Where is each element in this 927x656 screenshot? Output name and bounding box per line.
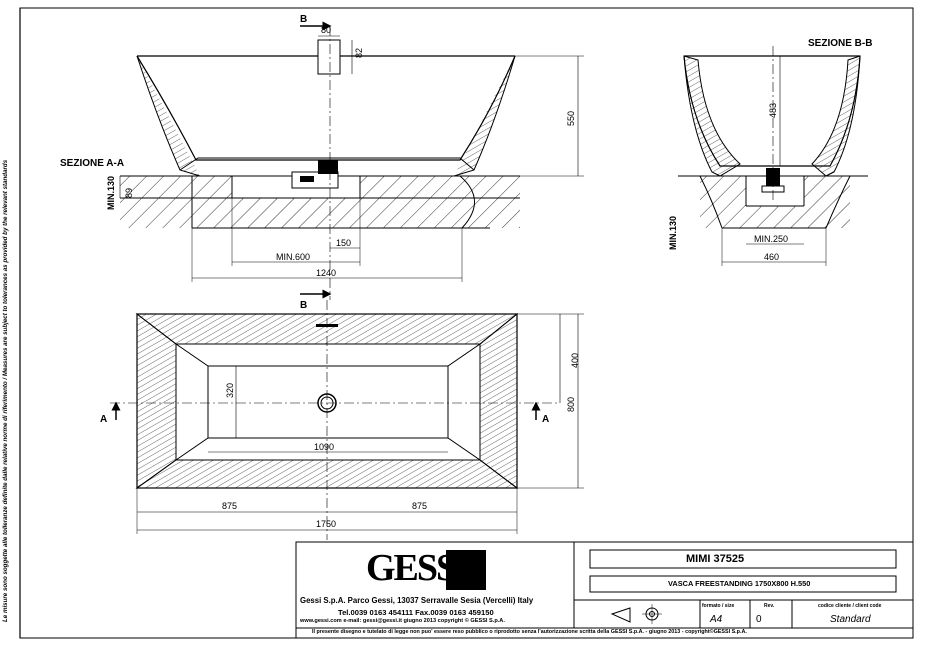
projection-symbol xyxy=(610,604,662,624)
dim-min130-aa: MIN.130 xyxy=(106,176,116,210)
rev-label: Rev. xyxy=(764,603,775,609)
dim-460: 460 xyxy=(764,252,779,262)
company-contacts: Tel.0039 0163 454111 Fax.0039 0163 45915… xyxy=(338,608,494,617)
dim-875-right: 875 xyxy=(412,501,427,511)
logo-square xyxy=(446,550,486,590)
dim-min600: MIN.600 xyxy=(276,252,310,262)
company-address: Gessi S.p.A. Parco Gessi, 13037 Serraval… xyxy=(300,596,534,605)
dim-800: 800 xyxy=(566,397,576,412)
product-name: MIMI 37525 xyxy=(686,553,745,565)
section-aa-title: SEZIONE A-A xyxy=(60,158,124,169)
cut-label-b-top: B xyxy=(300,14,307,25)
product-description: VASCA FREESTANDING 1750X800 H.550 xyxy=(668,579,811,588)
dim-1240: 1240 xyxy=(316,268,336,278)
rev-value: 0 xyxy=(756,614,762,625)
dim-320: 320 xyxy=(225,383,235,398)
legal-notice: Il presente disegno e tutelato di legge … xyxy=(312,629,747,635)
dim-400: 400 xyxy=(570,353,580,368)
dim-min250: MIN.250 xyxy=(754,234,788,244)
client-code-label: codice cliente / client code xyxy=(818,603,882,609)
gessi-logo-text: GESSI xyxy=(366,547,470,589)
dim-89: 89 xyxy=(124,188,134,198)
dim-150: 150 xyxy=(336,238,351,248)
dim-1750: 1750 xyxy=(316,519,336,529)
section-aa-view: B B 80 82 550 MIN.130 89 150 MIN.600 124… xyxy=(60,14,584,311)
dim-min130-bb: MIN.130 xyxy=(668,216,678,250)
format-label: formato / size xyxy=(702,603,735,609)
cut-label-a-left: A xyxy=(100,414,107,425)
dim-drain-width: 80 xyxy=(321,25,331,35)
dim-875-left: 875 xyxy=(222,501,237,511)
dim-tub-height: 550 xyxy=(566,111,576,126)
title-block xyxy=(295,541,914,639)
cut-label-b-bottom: B xyxy=(300,300,307,311)
format-value: A4 xyxy=(710,614,723,625)
cut-label-a-right: A xyxy=(542,414,549,425)
client-code-value: Standard xyxy=(830,614,871,625)
dim-1090: 1090 xyxy=(314,442,334,452)
section-bb-title: SEZIONE B-B xyxy=(808,38,872,49)
section-bb-view: 483 MIN.130 MIN.250 460 SEZIONE B-B xyxy=(668,38,872,266)
company-web: www.gessi.com e-mail: gessi@gessi.it giu… xyxy=(300,618,505,624)
plan-view: A A 320 1090 875 875 1750 400 800 xyxy=(100,300,584,540)
dim-483: 483 xyxy=(768,103,778,118)
dim-drain-height: 82 xyxy=(354,48,364,58)
